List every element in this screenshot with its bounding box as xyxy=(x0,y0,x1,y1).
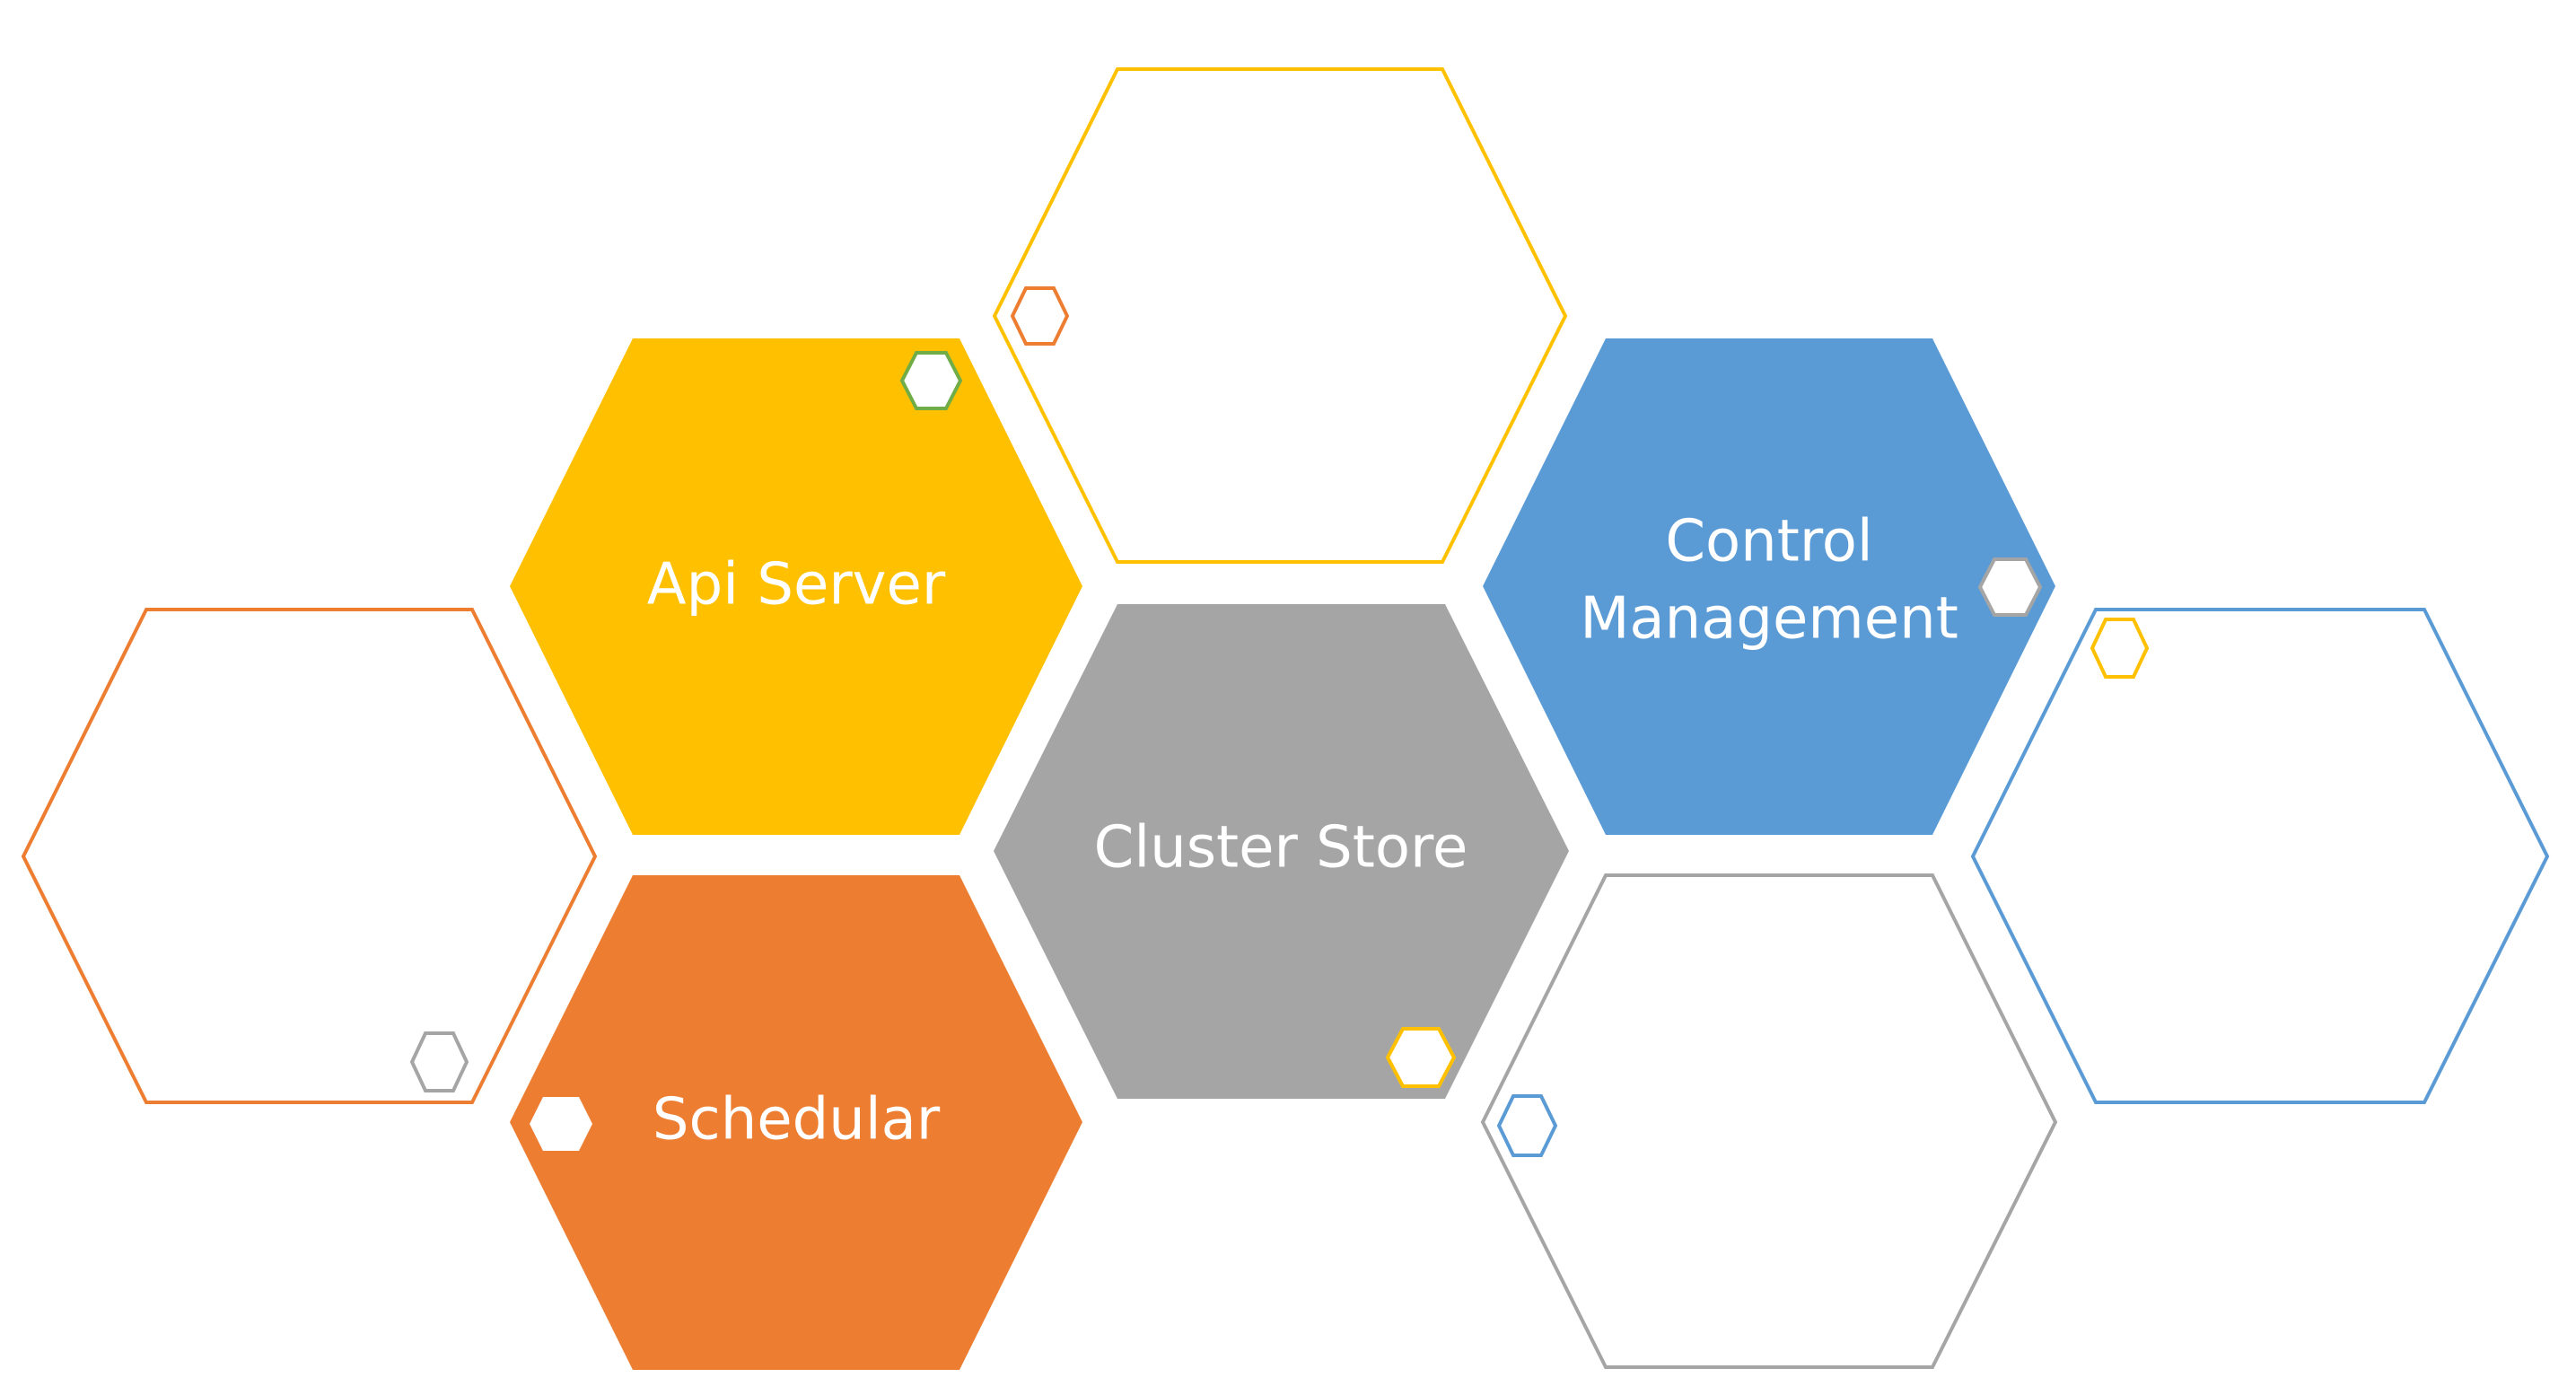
control-management-hexagon[interactable]: Control Management xyxy=(1483,338,2055,835)
control-management-label-line1: Control xyxy=(1665,509,1872,575)
control-management-label-line2: Management xyxy=(1580,586,1958,653)
hexagon-marker-icon xyxy=(899,351,963,410)
hexagon-marker-icon xyxy=(1977,557,2043,617)
schedular-hexagon[interactable]: Schedular xyxy=(510,875,1082,1370)
bottom-right-outline-hexagon xyxy=(1480,873,2058,1369)
control-management-shape xyxy=(1483,338,2055,835)
hexagon-marker-icon xyxy=(409,1031,469,1092)
hexagon-marker-icon xyxy=(1010,286,1070,346)
left-outline-hexagon xyxy=(21,608,598,1104)
right-outline-shape xyxy=(1970,608,2550,1104)
hexagon-marker-icon xyxy=(1385,1027,1457,1088)
api-server-label: Api Server xyxy=(647,552,946,619)
api-server-shape xyxy=(510,338,1082,835)
hexagon-marker-icon xyxy=(2090,618,2150,679)
left-outline-shape xyxy=(21,608,598,1104)
top-outline-hexagon xyxy=(992,67,1568,564)
schedular-shape xyxy=(510,875,1082,1370)
top-outline-shape xyxy=(992,67,1568,564)
cluster-store-hexagon[interactable]: Cluster Store xyxy=(994,604,1569,1099)
schedular-label: Schedular xyxy=(653,1087,941,1154)
api-server-hexagon[interactable]: Api Server xyxy=(510,338,1082,835)
bottom-right-outline-shape xyxy=(1480,873,2058,1369)
cluster-store-shape xyxy=(994,604,1569,1099)
hexagon-marker-icon xyxy=(1496,1094,1558,1157)
right-outline-hexagon xyxy=(1970,608,2550,1104)
cluster-store-label: Cluster Store xyxy=(1094,815,1468,882)
hexagon-marker-icon xyxy=(530,1097,592,1151)
